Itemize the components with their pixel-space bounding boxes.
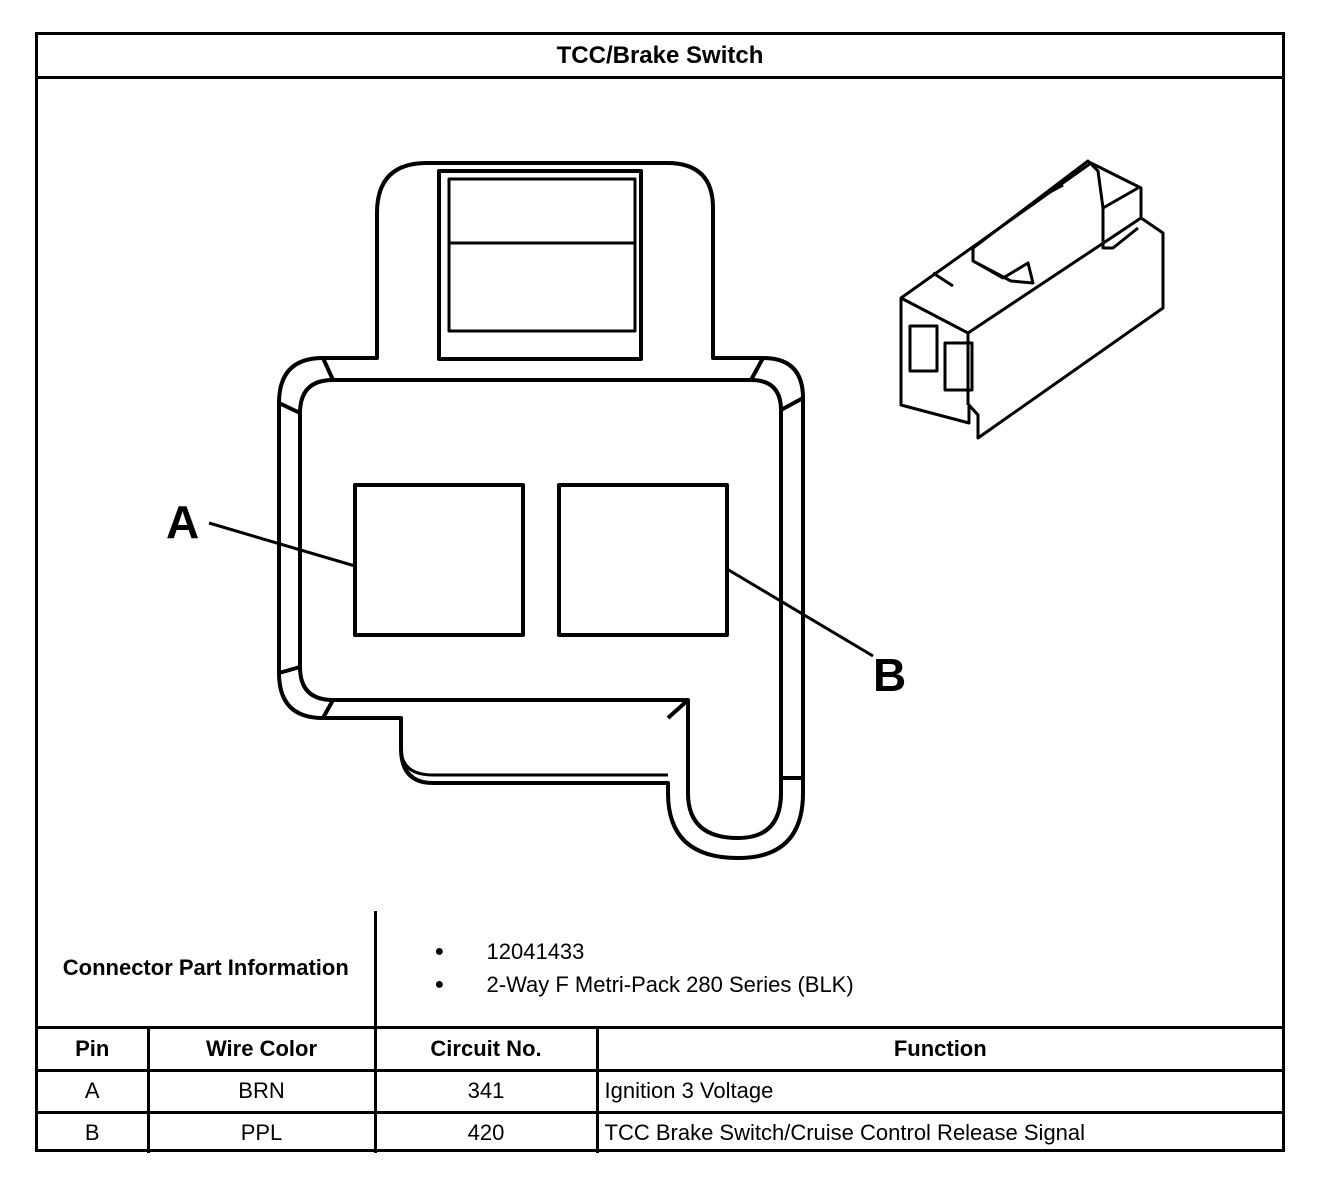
part-info-label: Connector Part Information: [38, 911, 377, 1029]
connector-face-outer: [277, 161, 805, 860]
cavity-a: [353, 483, 525, 637]
circuit-cell: 420: [373, 1110, 599, 1153]
part-number: 12041433: [435, 935, 1276, 968]
wire-color-cell: BRN: [146, 1068, 377, 1114]
pin-label-b: B: [873, 649, 906, 701]
pin-cell: A: [38, 1068, 150, 1114]
wire-color-cell: PPL: [146, 1110, 377, 1153]
connector-face-inner: [298, 378, 783, 840]
part-info-list: 12041433 2-Way F Metri-Pack 280 Series (…: [383, 935, 1276, 1001]
table-row: A BRN 341 Ignition 3 Voltage: [38, 1068, 1282, 1114]
header-function: Function: [595, 1025, 1282, 1072]
pin-cell: B: [38, 1110, 150, 1153]
connector-isometric-illustration: [899, 159, 1165, 440]
cavity-b: [557, 483, 729, 637]
header-pin: Pin: [38, 1025, 150, 1072]
leader-line-b: [726, 567, 874, 658]
circuit-cell: 341: [373, 1068, 599, 1114]
page-title: TCC/Brake Switch: [38, 35, 1282, 79]
latch-outer: [437, 169, 643, 361]
table-row: B PPL 420 TCC Brake Switch/Cruise Contro…: [38, 1110, 1282, 1153]
pin-label-a: A: [166, 496, 199, 548]
function-cell: TCC Brake Switch/Cruise Control Release …: [595, 1110, 1282, 1153]
function-cell: Ignition 3 Voltage: [595, 1068, 1282, 1114]
part-description: 2-Way F Metri-Pack 280 Series (BLK): [435, 968, 1276, 1001]
connector-info-table: Connector Part Information 12041433 2-Wa…: [38, 911, 1282, 1153]
leader-line-a: [208, 521, 356, 568]
latch-inner: [447, 177, 637, 333]
header-wire-color: Wire Color: [146, 1025, 377, 1072]
table-header-row: Pin Wire Color Circuit No. Function: [38, 1025, 1282, 1072]
part-info-cell: 12041433 2-Way F Metri-Pack 280 Series (…: [373, 911, 1282, 1029]
part-info-row: Connector Part Information 12041433 2-Wa…: [38, 911, 1282, 1029]
header-circuit-no: Circuit No.: [373, 1025, 599, 1072]
connector-sheet: TCC/Brake Switch A B: [35, 32, 1285, 1153]
